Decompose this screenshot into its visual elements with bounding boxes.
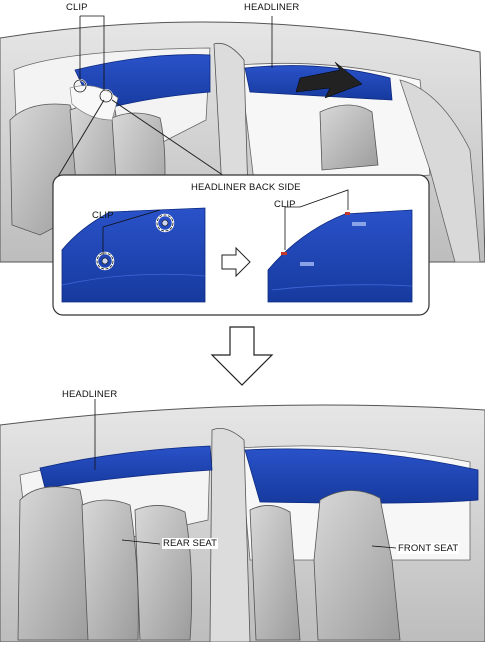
headliner-label-bottom: HEADLINER: [62, 389, 118, 400]
clip-label-top: CLIP: [66, 2, 88, 13]
clip-circle-icon: [99, 89, 113, 103]
headliner-label-top: HEADLINER: [244, 2, 300, 13]
clip-label-inset-after: CLIP: [274, 199, 296, 210]
front-seat-label: FRONT SEAT: [397, 543, 460, 554]
inset-title: HEADLINER BACK SIDE: [191, 182, 301, 193]
clip-label-inset-before: CLIP: [92, 210, 114, 221]
rear-seat-label: REAR SEAT: [162, 538, 219, 549]
detail-inset: [52, 174, 430, 316]
clip-circle-icon: [95, 251, 115, 271]
right-arrow-icon: [221, 246, 251, 278]
down-arrow-icon: [210, 326, 274, 386]
clip-circle-icon: [155, 213, 175, 233]
bottom-car-view: [0, 399, 485, 643]
